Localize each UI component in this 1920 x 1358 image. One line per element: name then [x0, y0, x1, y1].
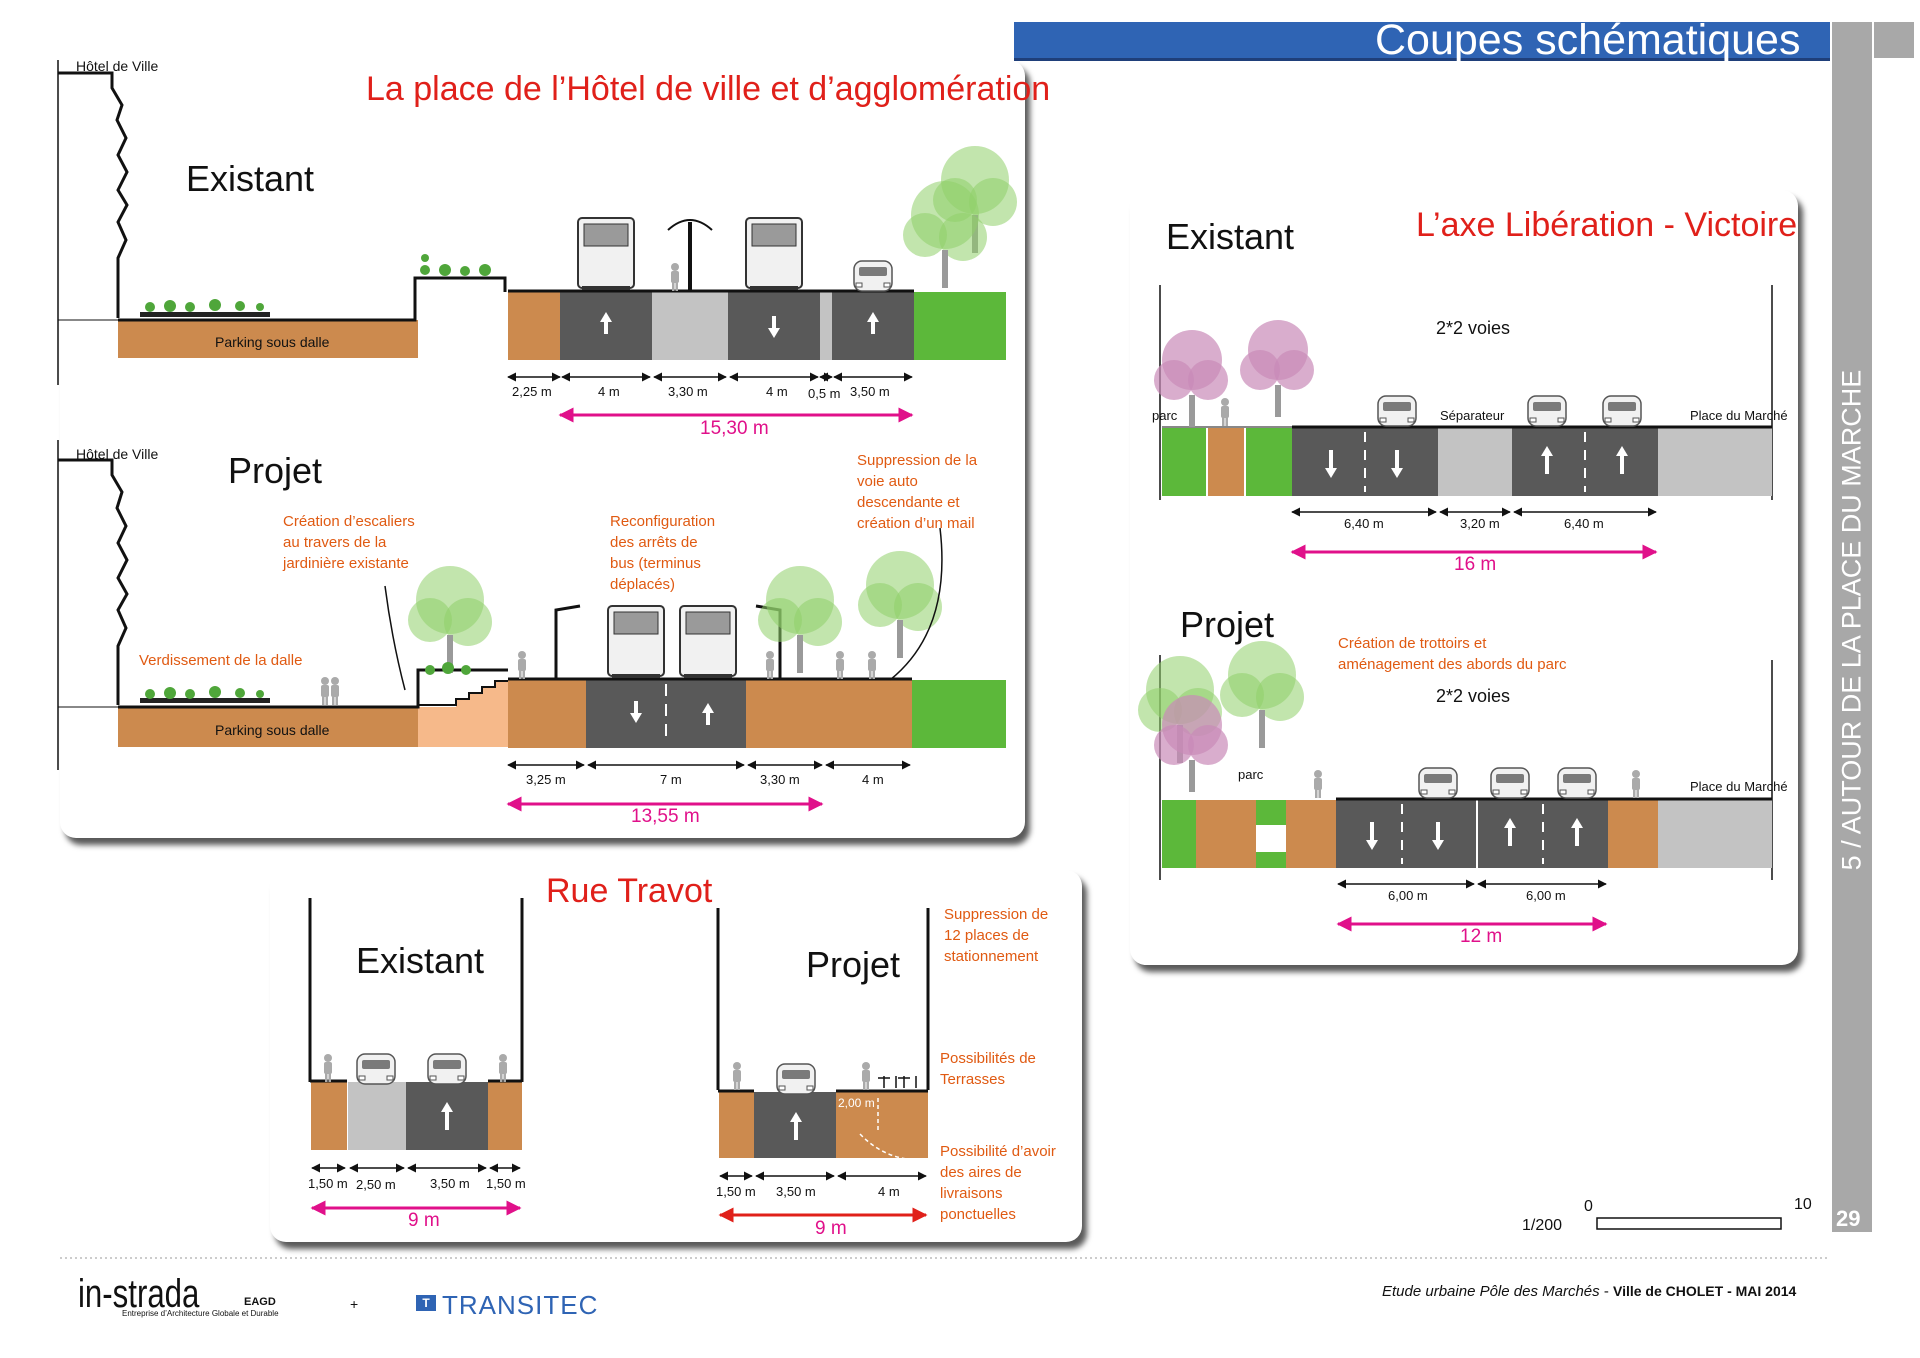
annotation-verdissement: Verdissement de la dalle	[139, 652, 303, 669]
footer-sep: -	[1603, 1283, 1609, 1300]
label-hotel-de-ville-pr: Hôtel de Ville	[76, 446, 159, 462]
header-bar	[1014, 22, 1830, 61]
footer-city: Ville de CHOLET - MAI 2014	[1612, 1283, 1797, 1299]
annotation-terrasses: Possibilités de Terrasses	[940, 1050, 1036, 1088]
logo-transitec: TRANSITEC	[442, 1290, 599, 1320]
scale-ratio: 1/200	[1522, 1217, 1563, 1234]
total-p1-pr: 13,55 m	[631, 806, 700, 827]
scale-zero: 0	[1584, 1198, 1593, 1215]
logo-in-strada: in-strada	[78, 1272, 200, 1316]
label-existant-p1: Existant	[186, 158, 315, 199]
total-p3-pr: 9 m	[815, 1218, 847, 1239]
dim-p1-pr-0: 3,25 m	[526, 772, 566, 787]
label-voies-pr: 2*2 voies	[1436, 686, 1511, 706]
dim-p3-pr-inner: 2,00 m	[838, 1096, 875, 1110]
scale-ten: 10	[1794, 1196, 1812, 1213]
dim-p1-ex-3: 4 m	[766, 384, 788, 399]
dim-p3-pr-0: 1,50 m	[716, 1184, 756, 1199]
label-parking-pr: Parking sous dalle	[215, 722, 330, 738]
dim-p3-ex-1: 2,50 m	[356, 1177, 396, 1192]
annotation-suppression-voie: Suppression de la voie auto descendante …	[857, 452, 978, 532]
panel-rue-travot	[270, 870, 1082, 1242]
label-place-marche-ex: Place du Marché	[1690, 408, 1788, 423]
dim-p1-pr-1: 7 m	[660, 772, 682, 787]
footer-study: Etude urbaine Pôle des Marchés - Ville d…	[1382, 1283, 1796, 1300]
dim-p2-ex-0: 6,40 m	[1344, 516, 1384, 531]
annotation-escaliers: Création d’escaliers au travers de la ja…	[283, 513, 415, 572]
logo-in-strada-sub: Entreprise d’Architecture Globale et Dur…	[122, 1309, 279, 1318]
title-axe-liberation: L’axe Libération - Victoire	[1416, 206, 1798, 244]
dim-p2-ex-1: 3,20 m	[1460, 516, 1500, 531]
label-parc-ex: parc	[1152, 408, 1178, 423]
dim-p1-ex-2: 3,30 m	[668, 384, 708, 399]
dim-p1-pr-3: 4 m	[862, 772, 884, 787]
dim-p1-ex-5: 3,50 m	[850, 384, 890, 399]
annotation-suppression-places: Suppression de 12 places de stationnemen…	[944, 906, 1049, 965]
footer-study-name: Etude urbaine Pôle des Marchés	[1382, 1283, 1600, 1300]
label-existant-p2: Existant	[1166, 216, 1295, 257]
annotation-livraisons: Possibilité d’avoir des aires de livrais…	[940, 1143, 1056, 1223]
title-rue-travot: Rue Travot	[546, 872, 713, 910]
label-place-marche-pr: Place du Marché	[1690, 779, 1788, 794]
dim-p1-ex-1: 4 m	[598, 384, 620, 399]
side-bar	[1832, 22, 1872, 1232]
label-separateur: Séparateur	[1440, 408, 1505, 423]
dim-p3-ex-3: 1,50 m	[486, 1176, 526, 1191]
annotation-arrets-bus: Reconfiguration des arrêts de bus (termi…	[610, 513, 716, 593]
dim-p3-pr-2: 4 m	[878, 1184, 900, 1199]
dim-p2-pr-0: 6,00 m	[1388, 888, 1428, 903]
logo-eagd: EAGD	[244, 1296, 276, 1308]
dim-p2-pr-1: 6,00 m	[1526, 888, 1566, 903]
total-p1-ex: 15,30 m	[700, 418, 769, 439]
total-p2-ex: 16 m	[1454, 554, 1497, 575]
title-hotel-de-ville: La place de l’Hôtel de ville et d’agglom…	[366, 70, 1051, 108]
dim-p1-ex-4: 0,5 m	[808, 386, 841, 401]
total-p3-ex: 9 m	[408, 1210, 440, 1231]
label-existant-p3: Existant	[356, 940, 485, 981]
footer-plus: +	[350, 1296, 359, 1312]
dim-p3-ex-2: 3,50 m	[430, 1176, 470, 1191]
label-projet-p1: Projet	[228, 450, 323, 491]
label-hotel-de-ville-ex: Hôtel de Ville	[76, 58, 159, 74]
label-projet-p2: Projet	[1180, 604, 1275, 645]
dim-p1-ex-0: 2,25 m	[512, 384, 552, 399]
total-p2-pr: 12 m	[1460, 926, 1503, 947]
label-voies-ex: 2*2 voies	[1436, 318, 1511, 338]
header-accent	[1874, 22, 1914, 58]
page-number: 29	[1836, 1206, 1861, 1231]
label-projet-p3: Projet	[806, 944, 901, 985]
annotation-trottoirs: Création de trottoirs et aménagement des…	[1338, 635, 1567, 673]
dim-p3-pr-1: 3,50 m	[776, 1184, 816, 1199]
label-parking-ex: Parking sous dalle	[215, 334, 330, 350]
dim-p2-ex-2: 6,40 m	[1564, 516, 1604, 531]
label-parc-pr: parc	[1238, 767, 1264, 782]
transitec-mark: T	[416, 1295, 436, 1311]
dim-p3-ex-0: 1,50 m	[308, 1176, 348, 1191]
dim-p1-pr-2: 3,30 m	[760, 772, 800, 787]
page-title: Coupes schématiques	[1375, 16, 1801, 64]
